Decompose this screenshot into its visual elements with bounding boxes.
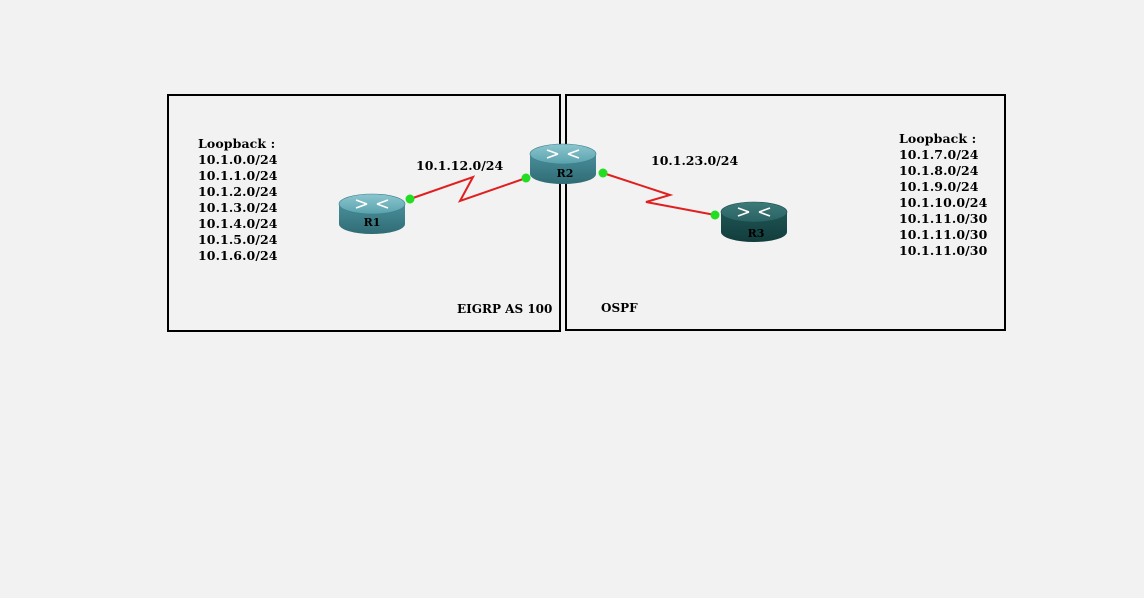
- loopback-network: 10.1.8.0/24: [899, 163, 979, 178]
- loopback-network: 10.1.2.0/24: [198, 184, 278, 199]
- loopback-network: 10.1.6.0/24: [198, 248, 278, 263]
- loopback-network: 10.1.11.0/30: [899, 243, 988, 258]
- loopback-network: 10.1.11.0/30: [899, 211, 988, 226]
- loopback-network: 10.1.1.0/24: [198, 168, 278, 183]
- port-dot-r3: [710, 210, 720, 220]
- ospf-zone-label: OSPF: [601, 301, 638, 315]
- loopback-network: 10.1.0.0/24: [198, 152, 278, 167]
- router-r1[interactable]: R1: [338, 193, 406, 234]
- port-dot-r2-left: [521, 173, 531, 183]
- loopback-network: 10.1.3.0/24: [198, 200, 278, 215]
- loopback-title: Loopback :: [899, 131, 977, 146]
- loopback-list-right: Loopback : 10.1.7.0/24 10.1.8.0/24 10.1.…: [899, 131, 987, 259]
- eigrp-zone-label: EIGRP AS 100: [457, 302, 553, 316]
- loopback-network: 10.1.4.0/24: [198, 216, 278, 231]
- loopback-network: 10.1.7.0/24: [899, 147, 979, 162]
- router-r1-label: R1: [364, 216, 381, 229]
- router-r3-label: R3: [748, 227, 765, 240]
- router-r2[interactable]: R2: [529, 143, 597, 184]
- router-r2-label: R2: [557, 167, 574, 180]
- loopback-list-left: Loopback : 10.1.0.0/24 10.1.1.0/24 10.1.…: [198, 136, 278, 264]
- loopback-network: 10.1.10.0/24: [899, 195, 988, 210]
- loopback-network: 10.1.9.0/24: [899, 179, 979, 194]
- port-dot-r2-right: [598, 168, 608, 178]
- port-dot-r1: [405, 194, 415, 204]
- router-r3[interactable]: R3: [720, 201, 788, 242]
- loopback-title: Loopback :: [198, 136, 276, 151]
- loopback-network: 10.1.5.0/24: [198, 232, 278, 247]
- link-r1-r2-label: 10.1.12.0/24: [416, 158, 504, 173]
- link-r2-r3: [602, 172, 716, 216]
- link-r2-r3-label: 10.1.23.0/24: [651, 153, 739, 168]
- link-r1-r2: [409, 175, 527, 203]
- loopback-network: 10.1.11.0/30: [899, 227, 988, 242]
